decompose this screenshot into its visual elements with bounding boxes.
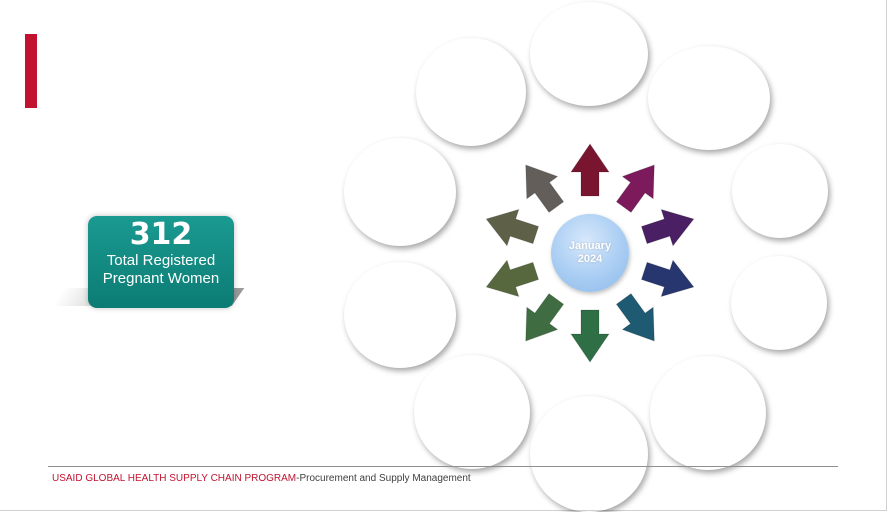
circle-value: 3 (700, 104, 718, 136)
circle-label: Women Provided Iron Tabs in Jan-24 (357, 162, 443, 184)
circle-pregnancy-visits: Pregnancy Visits Recorded in Jan-24 155 (344, 262, 456, 368)
accent-bar (25, 34, 37, 108)
circle-tt-completed: Women Delivered With TT completed Before… (414, 355, 530, 469)
circle-iron-tabs: Women Provided Iron Tabs in Jan-24 146 (344, 138, 456, 246)
footer: USAID GLOBAL HEALTH SUPPLY CHAIN PROGRAM… (52, 473, 471, 484)
circle-label: Pregnancy Visits Recorded in Jan-24 (356, 285, 444, 307)
center-year: 2024 (577, 253, 603, 265)
circle-deliveries-referred: Deliveries Referred 18 (731, 256, 827, 350)
circle-total-deliveries: Total Deliveries 66 (732, 144, 828, 238)
circle-label: Women Delivered having 4 or >4 ANC Visit… (543, 420, 635, 454)
circle-label: ANC Referred in Jan-24 (434, 62, 508, 84)
total-value: 312 (129, 217, 193, 252)
circle-label: Pregnant & Breastfeeding Malnutrition Wo… (661, 59, 757, 103)
circle-value: 18 (762, 300, 796, 332)
center-month: January (568, 240, 612, 252)
circle-anc-referred: ANC Referred in Jan-24 83 (416, 38, 526, 146)
center-circle: January 2024 (551, 214, 629, 292)
circle-label: Women Delivered With TT completed Before… (427, 378, 517, 412)
circle-label: Total Deliveries (743, 166, 817, 178)
circle-malnutrition: Pregnant & Breastfeeding Malnutrition Wo… (648, 46, 770, 150)
circle-anc-visits-sbas: Women Delivered having 4 or >4 ANC Visit… (530, 396, 648, 512)
circle-value: 9 (699, 415, 717, 448)
total-label-line2: Pregnant Women (102, 270, 220, 287)
circle-muac-done: Pregnant and Breastfeeding Women whose M… (530, 2, 648, 106)
footer-brand: USAID GLOBAL HEALTH SUPPLY CHAIN PROGRAM (52, 473, 297, 484)
circle-value: 83 (454, 89, 488, 121)
total-label-line1: Total Registered (106, 252, 216, 269)
total-registered-box: 312 Total Registered Pregnant Women (88, 216, 234, 308)
circle-value: 62 (572, 454, 606, 487)
footer-divider (48, 466, 838, 467)
footer-rest: -Procurement and Supply Management (296, 473, 471, 484)
circle-label: Pregnant and Breastfeeding Women whose M… (554, 15, 624, 59)
circle-value: 66 (763, 182, 797, 215)
circle-value: 155 (375, 312, 425, 344)
circle-value: 210 (564, 60, 614, 92)
circle-label: Women provided Tab Misoprostol after Del… (667, 377, 749, 411)
circle-label: Deliveries Referred (755, 273, 803, 295)
circle-value: 63 (455, 412, 489, 445)
circle-value: 146 (375, 189, 425, 221)
circle-misoprostol: Women provided Tab Misoprostol after Del… (650, 356, 766, 470)
